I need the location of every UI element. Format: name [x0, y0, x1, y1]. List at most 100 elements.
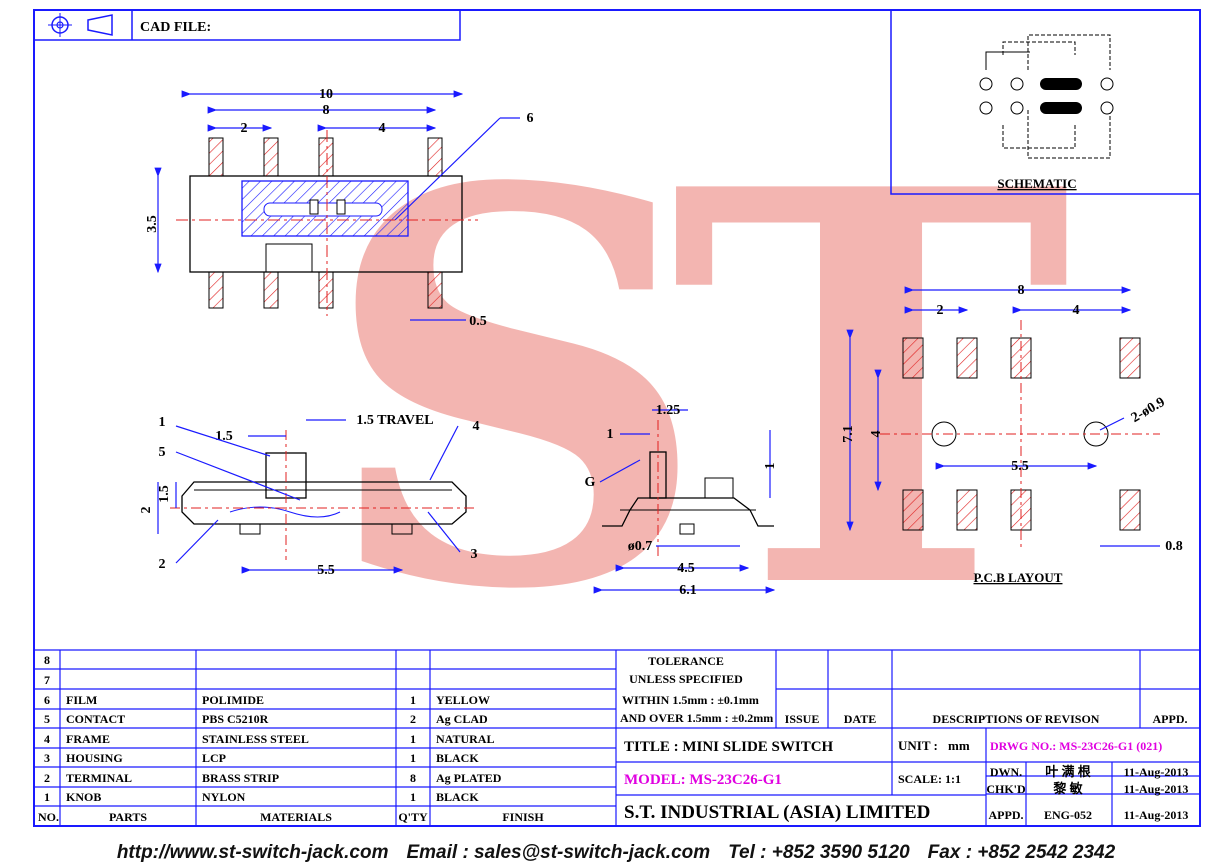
svg-text:Ag PLATED: Ag PLATED: [436, 771, 502, 785]
projection-cone-icon: [87, 14, 113, 36]
svg-text:AND OVER 1.5mm : ±0.2mm: AND OVER 1.5mm : ±0.2mm: [620, 711, 773, 725]
svg-text:UNIT :: UNIT :: [898, 738, 938, 753]
svg-text:BLACK: BLACK: [436, 790, 479, 804]
svg-text:2: 2: [44, 771, 50, 785]
svg-text:叶 满 根: 叶 满 根: [1045, 764, 1092, 779]
svg-text:8: 8: [44, 653, 50, 667]
schematic-label: SCHEMATIC: [997, 176, 1076, 191]
company-name: S.T. INDUSTRIAL (ASIA) LIMITED: [624, 802, 930, 823]
svg-text:NATURAL: NATURAL: [436, 732, 494, 746]
parts-row: 8: [44, 653, 50, 667]
svg-text:11-Aug-2013: 11-Aug-2013: [1124, 782, 1189, 796]
svg-text:11-Aug-2013: 11-Aug-2013: [1124, 808, 1189, 822]
svg-text:MATERIALS: MATERIALS: [260, 810, 332, 824]
dim-pitch: 2: [241, 121, 248, 136]
callout-2: 2: [159, 557, 166, 572]
dim-h1: 1.5: [157, 485, 172, 503]
svg-text:DESCRIPTIONS OF REVISON: DESCRIPTIONS OF REVISON: [933, 712, 1100, 726]
parts-row: 7: [44, 673, 50, 687]
tolerance-block: TOLERANCE UNLESS SPECIFIED WITHIN 1.5mm …: [620, 654, 1188, 726]
callout-6: 6: [527, 111, 534, 126]
svg-text:PARTS: PARTS: [109, 810, 147, 824]
cad-file-label: CAD FILE:: [140, 20, 211, 35]
dim-w2: 6.1: [679, 583, 697, 598]
svg-text:1: 1: [44, 790, 50, 804]
svg-text:mm: mm: [948, 738, 970, 753]
label-g: G: [585, 475, 596, 490]
schematic-box: SCHEMATIC: [890, 9, 1201, 195]
svg-text:TOLERANCE: TOLERANCE: [648, 654, 724, 668]
svg-text:ST: ST: [320, 74, 1067, 708]
pcb-dim-pad: 0.8: [1165, 539, 1183, 554]
svg-text:ENG-052: ENG-052: [1044, 808, 1092, 822]
svg-text:BLACK: BLACK: [436, 751, 479, 765]
svg-text:1: 1: [410, 693, 416, 707]
svg-text:APPD.: APPD.: [989, 808, 1024, 822]
svg-text:TERMINAL: TERMINAL: [66, 771, 132, 785]
svg-text:ISSUE: ISSUE: [785, 712, 820, 726]
title-block: [34, 649, 1200, 826]
svg-text:CHK'D: CHK'D: [986, 782, 1026, 796]
dim-d1: 1.25: [656, 403, 681, 418]
svg-text:CONTACT: CONTACT: [66, 712, 125, 726]
svg-text:NYLON: NYLON: [202, 790, 246, 804]
svg-text:11-Aug-2013: 11-Aug-2013: [1124, 765, 1189, 779]
svg-text:DWN.: DWN.: [990, 765, 1022, 779]
svg-text:SCALE: 1:1: SCALE: 1:1: [898, 772, 961, 786]
svg-text:8: 8: [410, 771, 416, 785]
svg-text:LCP: LCP: [202, 751, 226, 765]
svg-text:UNLESS SPECIFIED: UNLESS SPECIFIED: [629, 672, 743, 686]
top-view: 10 8 2 4 3.5 0.5 6: [145, 87, 534, 329]
dim-overall: 10: [319, 87, 333, 102]
dim-w1: 4.5: [677, 561, 695, 576]
drawing-title: TITLE : MINI SLIDE SWITCH: [624, 739, 834, 755]
callout-3: 3: [471, 547, 478, 562]
svg-text:HOUSING: HOUSING: [66, 751, 123, 765]
svg-text:POLIMIDE: POLIMIDE: [202, 693, 264, 707]
svg-text:FINISH: FINISH: [502, 810, 544, 824]
parts-row: 6 FILM POLIMIDE 1 YELLOW: [44, 693, 490, 707]
tel-text: Tel : +852 3590 5120: [728, 842, 910, 863]
dim-span: 8: [323, 103, 330, 118]
st-watermark: ST: [320, 74, 1107, 708]
svg-text:2: 2: [410, 712, 416, 726]
svg-text:KNOB: KNOB: [66, 790, 101, 804]
callout-5: 5: [159, 445, 166, 460]
pcb-layout: 8 2 4 7.1 4 5.5 2-ø0.9 0.8 P.C.B LAYOUT: [841, 283, 1183, 585]
svg-text:FILM: FILM: [66, 693, 97, 707]
side-view: 1.5 1.5 TRAVEL 1.5 2 5.5 1 5 2 4 3: [139, 413, 480, 578]
fax-text: Fax : +852 2542 2342: [927, 842, 1116, 863]
pcb-dim-inner: 4: [869, 431, 884, 438]
drawing-number: DRWG NO.: MS-23C26-G1 (021): [990, 739, 1162, 753]
svg-text:NO.: NO.: [38, 810, 59, 824]
svg-text:YELLOW: YELLOW: [436, 693, 490, 707]
pcb-dim-height: 7.1: [841, 425, 856, 443]
svg-text:Ag CLAD: Ag CLAD: [436, 712, 488, 726]
end-view: 1.25 1 G 1 ø0.7 4.5 6.1: [585, 403, 778, 598]
website-link[interactable]: http://www.st-switch-jack.com: [116, 842, 389, 863]
svg-text:STAINLESS STEEL: STAINLESS STEEL: [202, 732, 309, 746]
svg-text:1: 1: [410, 790, 416, 804]
svg-text:4: 4: [44, 732, 50, 746]
dim-travel: 1.5 TRAVEL: [356, 413, 433, 428]
pcb-dim-span: 8: [1018, 283, 1025, 298]
dim-hole: ø0.7: [628, 539, 653, 554]
pcb-dim-pitch: 2: [937, 303, 944, 318]
dim-gap: 4: [379, 121, 386, 136]
svg-text:PBS C5210R: PBS C5210R: [202, 712, 269, 726]
dim-h2: 2: [139, 507, 154, 514]
svg-text:APPD.: APPD.: [1153, 712, 1188, 726]
pcb-dim-gap: 4: [1073, 303, 1080, 318]
model-number: MODEL: MS-23C26-G1: [624, 772, 782, 788]
svg-text:6: 6: [44, 693, 50, 707]
svg-text:WITHIN 1.5mm : ±0.1mm: WITHIN 1.5mm : ±0.1mm: [622, 693, 759, 707]
sheet-border: [33, 9, 1201, 827]
email-text[interactable]: Email : sales@st-switch-jack.com: [406, 842, 711, 863]
callout-4: 4: [473, 419, 480, 434]
dim-left: 1: [607, 427, 614, 442]
